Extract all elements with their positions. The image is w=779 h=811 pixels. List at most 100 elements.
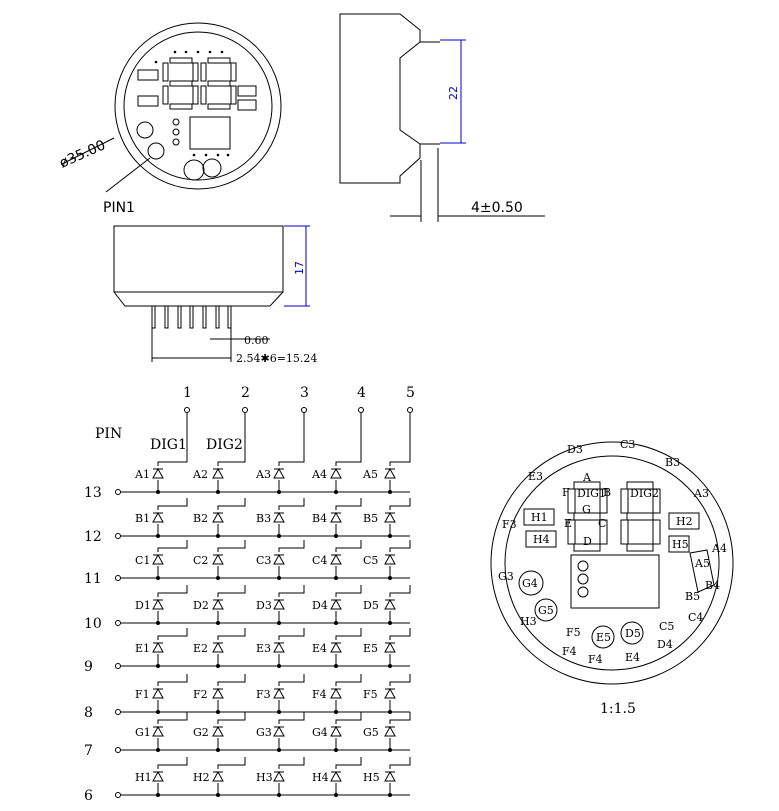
diode-symbol	[152, 641, 164, 653]
diode-symbol	[273, 725, 285, 737]
junction-dot	[216, 710, 220, 714]
junction-dot	[156, 576, 160, 580]
diode-label: C4	[312, 554, 327, 567]
junction-dot	[388, 748, 392, 752]
layout-label-h3: H3	[520, 615, 537, 628]
diode-symbol	[212, 725, 224, 737]
column-pin-label: 3	[300, 385, 309, 401]
layout-label-h4: H4	[533, 533, 550, 546]
layout-label-b5: B5	[685, 590, 700, 603]
junction-dot	[156, 664, 160, 668]
diode-label: D4	[312, 599, 328, 612]
diode-symbol	[273, 770, 285, 782]
layout-label-segb: B	[603, 486, 611, 499]
junction-dot	[277, 576, 281, 580]
diode-label: H4	[312, 771, 329, 784]
side-height-label: 22	[447, 86, 460, 100]
column-link	[278, 454, 305, 466]
junction-dot	[277, 793, 281, 797]
layout-label-e3: E3	[528, 470, 543, 483]
diode-label: C1	[135, 554, 150, 567]
column-link	[335, 628, 362, 640]
diode-symbol	[212, 598, 224, 610]
junction-dot	[388, 664, 392, 668]
column-link	[157, 498, 188, 510]
column-link	[217, 498, 246, 510]
junction-dot	[388, 793, 392, 797]
diode-symbol	[273, 467, 285, 479]
junction-dot	[216, 576, 220, 580]
diode-label: A1	[134, 468, 150, 481]
diode-symbol	[330, 725, 342, 737]
diode-label: G1	[135, 726, 151, 739]
row-pin-label: 9	[84, 659, 93, 675]
column-pin-label: 1	[183, 385, 192, 401]
column-link	[389, 712, 411, 724]
diode-label: C5	[363, 554, 378, 567]
diode-symbol	[152, 725, 164, 737]
row-pin-label: 11	[84, 571, 102, 587]
diode-label: D5	[363, 599, 379, 612]
layout-label-f3: F3	[502, 518, 517, 531]
diode-symbol	[384, 467, 396, 479]
front-view: 17 0.60 2.54✱6=15.24	[113, 225, 317, 365]
layout-label-h2: H2	[676, 515, 693, 528]
layout-label-segd: D	[583, 535, 592, 548]
dig2-header: DIG2	[206, 437, 243, 453]
column-pin-terminal	[184, 407, 190, 413]
diode-symbol	[212, 770, 224, 782]
row-pin-label: 6	[84, 788, 93, 804]
layout-label-b4: B4	[705, 579, 720, 592]
diode-label: G4	[312, 726, 328, 739]
column-link	[389, 454, 411, 466]
diode-label: G3	[256, 726, 272, 739]
diode-label: G5	[363, 726, 379, 739]
diode-symbol	[273, 641, 285, 653]
diode-label: G2	[193, 726, 209, 739]
junction-dot	[277, 664, 281, 668]
layout-label-d5: D5	[625, 627, 641, 640]
diode-label: F1	[135, 688, 150, 701]
column-link	[217, 674, 246, 686]
layout-label-segg: G	[582, 503, 591, 516]
diode-symbol	[152, 687, 164, 699]
layout-label-a3: A3	[693, 487, 709, 500]
column-pin-terminal	[242, 407, 248, 413]
diode-label: H3	[256, 771, 273, 784]
layout-label-a4: A4	[711, 542, 727, 555]
column-link	[217, 540, 246, 552]
diode-label: F5	[363, 688, 378, 701]
layout-label-h5: H5	[672, 538, 689, 551]
diode-label: H2	[193, 771, 210, 784]
row-pin-terminal	[115, 663, 121, 669]
diode-label: H5	[363, 771, 380, 784]
junction-dot	[156, 621, 160, 625]
diode-symbol	[384, 598, 396, 610]
diode-label: B3	[256, 512, 271, 525]
column-link	[157, 674, 188, 686]
column-link	[217, 628, 246, 640]
diode-label: B1	[135, 512, 150, 525]
layout-label-segf: F	[562, 486, 570, 499]
layout-label-g5: G5	[538, 604, 554, 617]
column-link	[278, 585, 305, 597]
layout-label-c3: C3	[620, 438, 635, 451]
column-link	[217, 757, 246, 769]
row-pin-label: 13	[84, 485, 102, 501]
layout-label-f5: F5	[566, 626, 581, 639]
junction-dot	[277, 534, 281, 538]
diode-label: D1	[135, 599, 151, 612]
junction-dot	[156, 710, 160, 714]
layout-label-h1: H1	[531, 511, 548, 524]
pin-header: PIN	[95, 426, 122, 442]
column-link	[335, 454, 362, 466]
diode-symbol	[152, 553, 164, 565]
row-pin-terminal	[115, 792, 121, 798]
diode-label: A5	[362, 468, 378, 481]
diode-symbol	[384, 553, 396, 565]
diode-symbol	[212, 553, 224, 565]
layout-label-d3: D3	[567, 443, 583, 456]
